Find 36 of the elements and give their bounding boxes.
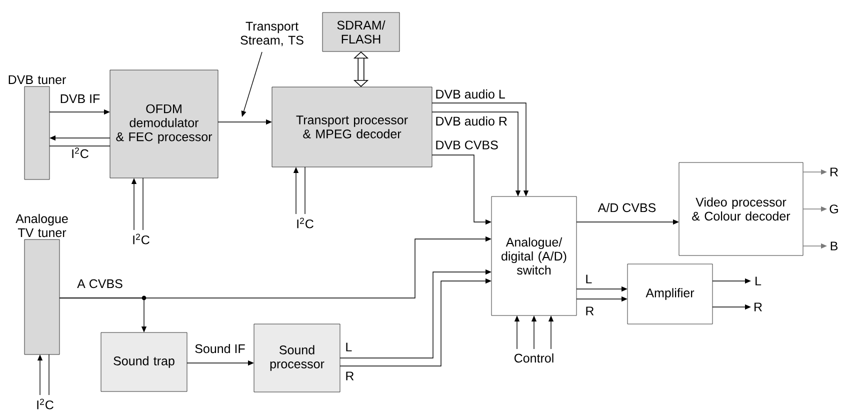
signal-label: Control <box>514 353 554 363</box>
signal-label: R <box>754 302 762 312</box>
signal-label: Transport Stream, TS <box>240 22 304 46</box>
signal-label: I$^{2}$C <box>297 218 314 228</box>
edge-label: DVB IF <box>60 94 100 103</box>
signal-line <box>142 178 144 230</box>
edge-label: R <box>586 306 594 316</box>
signal-label: L <box>756 276 762 286</box>
edge-label: Sound IF <box>195 344 245 354</box>
processor-box: OFDM demodulator & FEC processor <box>110 70 218 178</box>
processor-box: Sound processor <box>254 324 340 392</box>
double-arrow <box>353 52 369 87</box>
signal-label: I$^{2}$C <box>133 234 150 244</box>
edge-label: L <box>586 274 592 284</box>
edge-label: I$^{2}$C <box>72 148 88 158</box>
edge-label: DVB audio L <box>436 89 505 99</box>
processor-box: Sound trap <box>100 332 188 392</box>
signal-line <box>48 354 50 396</box>
processor-box: Transport processor & MPEG decoder <box>272 86 432 168</box>
tuner-heading: DVB tuner <box>8 75 66 84</box>
processor-box: SDRAM/ FLASH <box>322 12 400 52</box>
edge-label: A/D CVBS <box>598 202 656 212</box>
signal-line <box>304 166 306 214</box>
edge-label: L <box>346 342 352 352</box>
signal-label: G <box>830 204 838 214</box>
signal-label: I$^{2}$C <box>37 398 54 410</box>
processor-box: Analogue/ digital (A/D) switch <box>491 196 577 316</box>
tuner-heading: Analogue TV tuner <box>16 214 68 238</box>
edge-label: R <box>346 372 354 380</box>
edge-label: A CVBS <box>77 279 122 288</box>
processor-box: Video processor & Colour decoder <box>678 162 804 256</box>
processor-box: Amplifier <box>627 264 713 324</box>
signal-label: R <box>830 168 838 176</box>
edge-label: DVB audio R <box>436 116 507 126</box>
signal-label: B <box>830 242 838 250</box>
edge-label: DVB CVBS <box>436 140 498 150</box>
